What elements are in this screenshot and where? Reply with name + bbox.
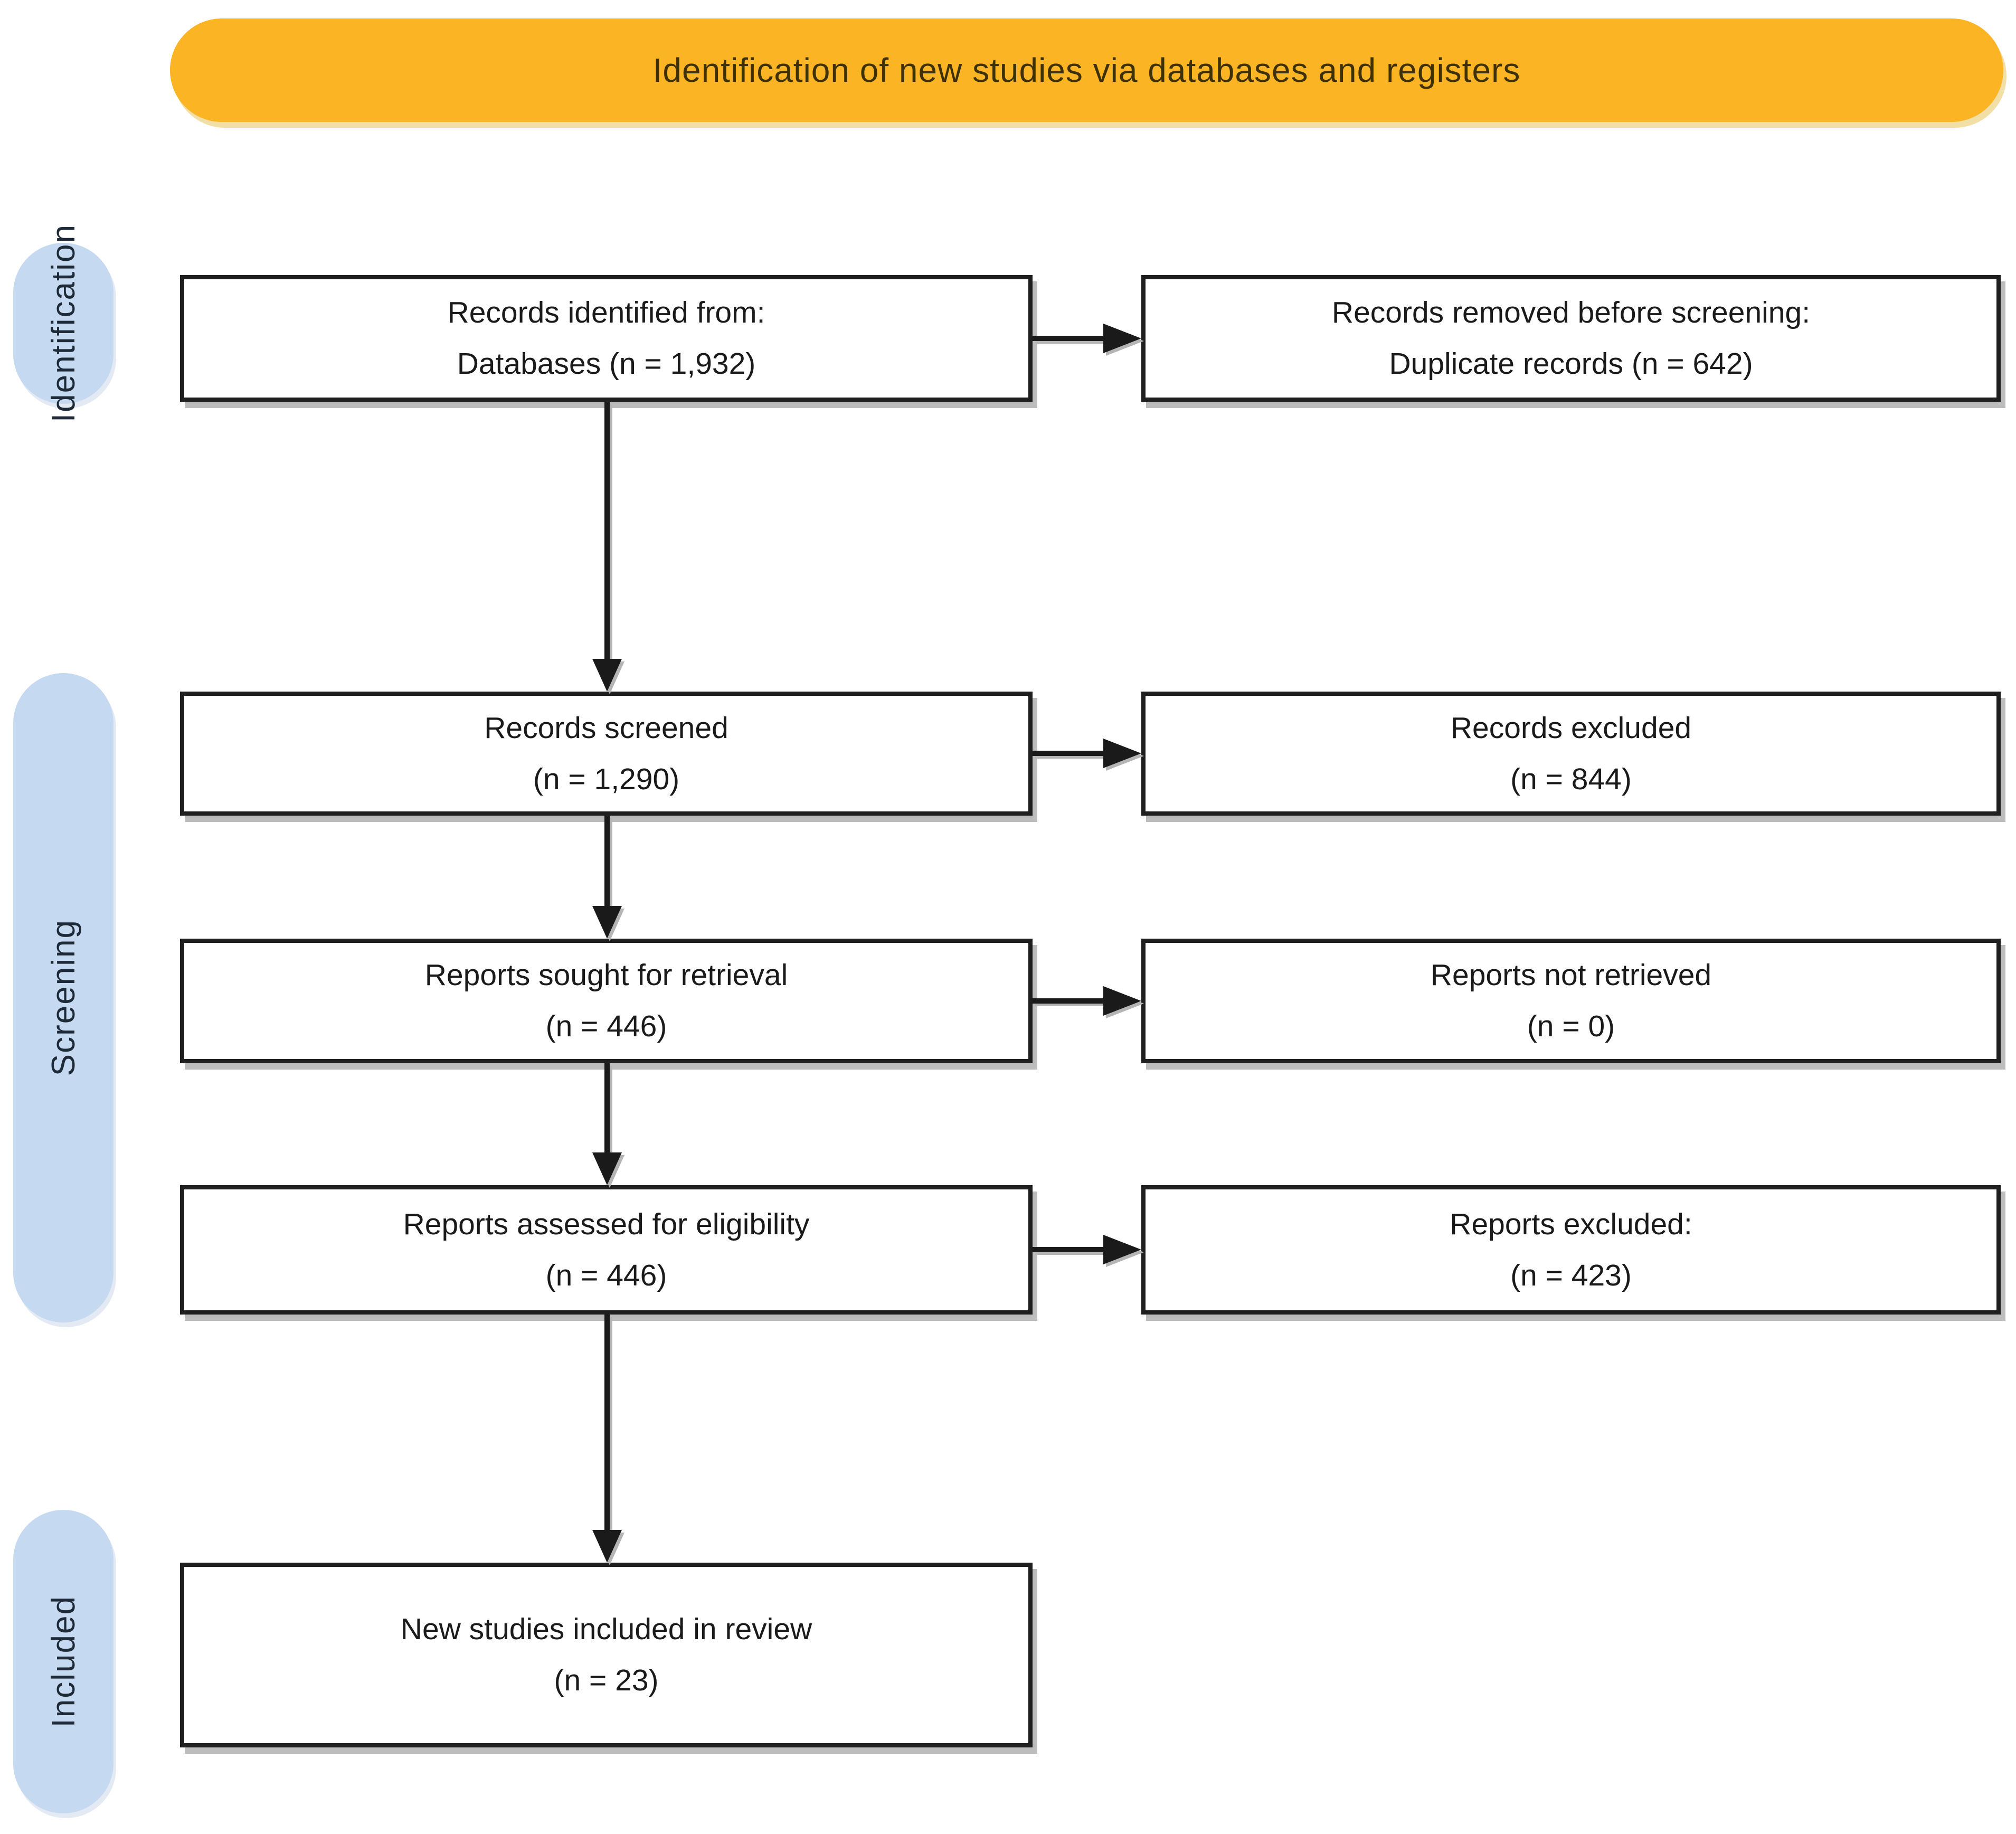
banner-title: Identification of new studies via databa… <box>652 51 1521 89</box>
arrow-assessed-to-reports-excluded <box>1033 1235 1141 1264</box>
arrow-head-down-icon <box>592 659 622 692</box>
stage-pill-screening: Screening <box>13 673 113 1322</box>
box-line: Reports excluded: <box>1450 1207 1692 1241</box>
arrow-shaft <box>604 1063 610 1152</box>
box-reports-excluded: Reports excluded: (n = 423) <box>1141 1185 2001 1315</box>
arrow-shaft <box>1033 1247 1103 1252</box>
banner: Identification of new studies via databa… <box>170 18 2003 122</box>
arrow-shaft <box>1033 998 1103 1004</box>
box-reports-not-retrieved: Reports not retrieved (n = 0) <box>1141 939 2001 1063</box>
stage-label-included: Included <box>45 1595 82 1728</box>
arrow-shaft <box>1033 336 1103 341</box>
stage-pill-identification: Identification <box>13 224 113 423</box>
arrow-sought-to-assessed <box>592 1063 622 1185</box>
box-line: Reports assessed for eligibility <box>403 1207 810 1241</box>
arrow-head-right-icon <box>1103 324 1141 353</box>
box-line: Records screened <box>484 711 728 745</box>
arrow-head-down-icon <box>592 1152 622 1185</box>
arrow-head-right-icon <box>1103 739 1141 768</box>
arrow-shaft <box>1033 751 1103 756</box>
box-records-screened: Records screened (n = 1,290) <box>180 692 1033 816</box>
arrow-identified-to-removed <box>1033 324 1141 353</box>
arrow-shaft <box>604 1315 610 1530</box>
box-reports-assessed: Reports assessed for eligibility (n = 44… <box>180 1185 1033 1315</box>
arrow-shaft <box>604 402 610 659</box>
box-records-removed: Records removed before screening: Duplic… <box>1141 275 2001 402</box>
arrow-screened-to-sought <box>592 816 622 939</box>
box-line: Records identified from: <box>447 296 765 330</box>
box-line: Duplicate records (n = 642) <box>1389 347 1753 381</box>
box-reports-sought: Reports sought for retrieval (n = 446) <box>180 939 1033 1063</box>
box-new-studies-included: New studies included in review (n = 23) <box>180 1563 1033 1747</box>
box-line: (n = 0) <box>1527 1009 1615 1043</box>
box-line: Records excluded <box>1450 711 1692 745</box>
stage-pill-included: Included <box>13 1510 113 1813</box>
arrow-head-down-icon <box>592 1530 622 1563</box>
box-line: Reports sought for retrieval <box>424 958 788 992</box>
box-line: (n = 23) <box>554 1663 659 1697</box>
box-line: New studies included in review <box>400 1612 812 1647</box>
box-line: (n = 446) <box>545 1258 667 1292</box>
stage-label-screening: Screening <box>45 919 82 1076</box>
box-records-excluded: Records excluded (n = 844) <box>1141 692 2001 816</box>
box-records-identified: Records identified from: Databases (n = … <box>180 275 1033 402</box>
box-line: Reports not retrieved <box>1430 958 1712 992</box>
arrow-head-right-icon <box>1103 1235 1141 1264</box>
stage-label-identification: Identification <box>45 224 82 423</box>
box-line: Records removed before screening: <box>1331 296 1811 330</box>
box-line: Databases (n = 1,932) <box>457 347 756 381</box>
arrow-sought-to-not-retrieved <box>1033 986 1141 1016</box>
arrow-head-down-icon <box>592 906 622 939</box>
box-line: (n = 446) <box>545 1009 667 1043</box>
arrow-assessed-to-included <box>592 1315 622 1563</box>
arrow-shaft <box>604 816 610 906</box>
arrow-identified-to-screened <box>592 402 622 692</box>
arrow-head-right-icon <box>1103 986 1141 1016</box>
box-line: (n = 844) <box>1510 762 1632 796</box>
arrow-screened-to-excluded <box>1033 739 1141 768</box>
box-line: (n = 1,290) <box>533 762 680 796</box>
box-line: (n = 423) <box>1510 1258 1632 1292</box>
